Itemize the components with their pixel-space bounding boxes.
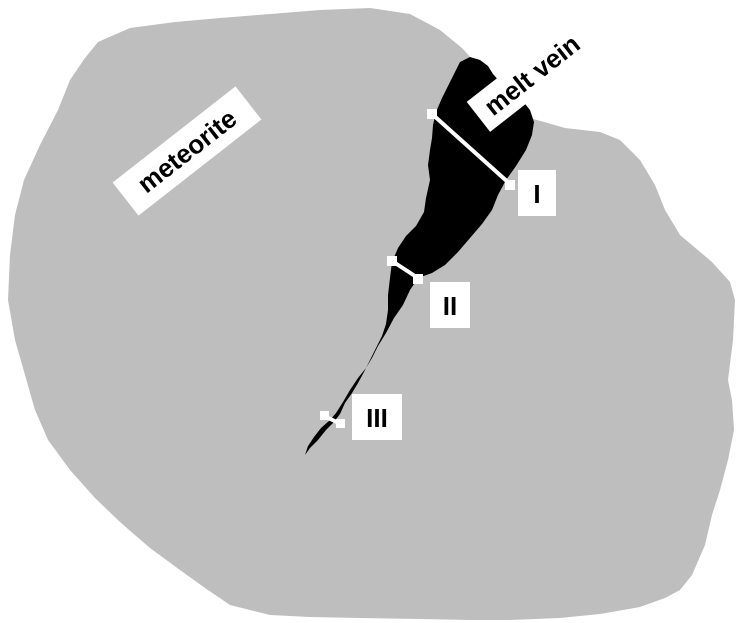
melt-vein-label-text: melt vein [478,28,585,121]
section-1-end-bottom [505,180,515,190]
section-1-end-top [427,109,437,119]
section-2-end-bottom [413,274,423,284]
section-3-end-bottom [336,419,345,428]
section-2-label: II [430,282,470,328]
section-3-label-text: III [366,403,388,433]
section-1-label-text: I [533,179,540,209]
section-1-label: I [518,170,556,216]
section-3-end-top [320,411,329,420]
section-3-label: III [352,394,402,440]
section-2-label-text: II [443,291,457,321]
meteorite-body [8,8,735,620]
section-2-end-top [387,256,397,266]
